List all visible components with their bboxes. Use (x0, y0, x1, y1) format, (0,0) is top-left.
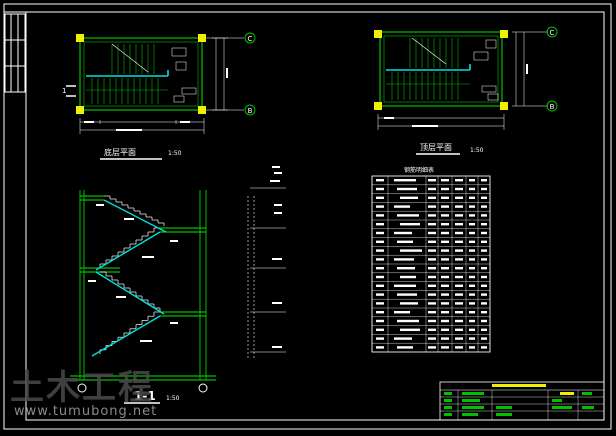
section-title: 1-1 1:50 (124, 389, 180, 404)
svg-text:B: B (550, 103, 555, 111)
svg-text:钢筋明细表: 钢筋明细表 (404, 166, 434, 174)
rebar-schedule-table[interactable]: 钢筋明细表 (371, 166, 491, 353)
stair-section-1-1[interactable] (70, 166, 286, 393)
ground-plan-title: 底层平面 1:50 (100, 147, 182, 160)
axis-bubble-b-left: B (244, 104, 256, 116)
svg-text:1:50: 1:50 (166, 395, 180, 402)
axis-bubble-b-right: B (546, 100, 558, 112)
svg-text:B: B (248, 107, 253, 115)
top-plan-title: 顶层平面 1:50 (416, 143, 484, 155)
svg-text:1:50: 1:50 (168, 150, 182, 157)
watermark-logo: 土木工程 (10, 368, 154, 408)
axis-bubble-c-right: C (546, 26, 558, 38)
section-cut-mark: 1 (62, 87, 66, 95)
top-floor-plan[interactable] (374, 30, 548, 130)
axis-bubble-c-left: C (244, 32, 256, 44)
watermark-url: www.tumubong.net (14, 404, 158, 419)
svg-text:顶层平面: 顶层平面 (420, 143, 452, 152)
ground-floor-plan[interactable] (66, 34, 244, 134)
svg-text:1-1: 1-1 (134, 389, 156, 403)
title-block (439, 381, 605, 421)
drawing-frame (3, 3, 612, 430)
svg-text:1:50: 1:50 (470, 147, 484, 154)
svg-text:C: C (550, 29, 555, 37)
svg-text:底层平面: 底层平面 (104, 147, 136, 157)
svg-text:C: C (248, 35, 253, 43)
